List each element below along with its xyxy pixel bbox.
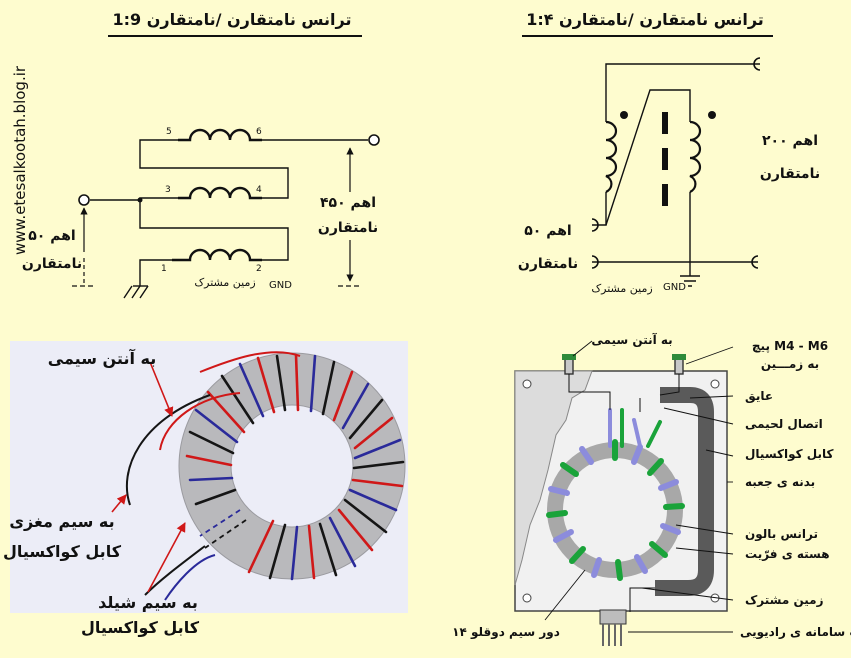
label-shield-line1: به سیم شیلد bbox=[98, 593, 198, 612]
callout-turns: ۱۴ دور سیم دوقلو bbox=[452, 625, 560, 640]
pin-6: 6 bbox=[256, 127, 262, 137]
left-type-1-4: نامتقارن bbox=[518, 256, 578, 272]
right-impedance-1-4: ۲۰۰ اهم bbox=[762, 133, 818, 149]
callout-coax-cable: کابل کواکسیال bbox=[745, 447, 834, 462]
callout-balun: ترانس بالون bbox=[745, 527, 818, 542]
label-core-line2: کابل کواکسیال bbox=[3, 542, 122, 561]
coil-1-4-left bbox=[605, 120, 618, 193]
watermark: www.etesalkootah.blog.ir bbox=[11, 65, 29, 255]
label-shield-line2: کابل کواکسیال bbox=[81, 618, 200, 637]
label-wire-antenna: به آنتن سیمی bbox=[48, 348, 156, 368]
callout-box-body: بدنه ی جعبه bbox=[745, 475, 815, 489]
toroid-photo: به آنتن سیمی به سیم مغزی کابل کواکسیال ب… bbox=[3, 341, 408, 637]
transformer-1-4: ترانس نامتقارن /نامتقارن 1:۴ ۲۰۰ اهم نام bbox=[518, 10, 820, 295]
left-impedance-1-4: ۵۰ اهم bbox=[524, 223, 571, 239]
left-type-1-9: نامتقارن bbox=[22, 256, 82, 272]
right-impedance-1-9: ۴۵۰ اهم bbox=[320, 195, 376, 211]
callout-insulator: عایق bbox=[745, 389, 773, 403]
coax-cable-shape bbox=[655, 387, 714, 596]
balun-windings bbox=[546, 439, 685, 581]
left-impedance-1-9: ۵۰ اهم bbox=[28, 228, 75, 244]
coil-1-4-right bbox=[689, 120, 702, 193]
balun-box: به آنتن سیمی پیچ M4 - M6 به زمـــین عایق… bbox=[452, 332, 851, 646]
callout-screw-line1: پیچ M4 - M6 bbox=[752, 339, 828, 353]
gnd-label-1-9: GND bbox=[269, 280, 292, 291]
pin-5: 5 bbox=[166, 127, 172, 137]
title-1-9: ترانس نامتقارن /نامتقارن 1:9 bbox=[113, 10, 352, 29]
gnd-label-1-4: GND bbox=[663, 282, 686, 293]
pin-1: 1 bbox=[161, 264, 167, 274]
pin-4: 4 bbox=[256, 185, 262, 195]
toroid-windings bbox=[185, 353, 405, 581]
label-core-line1: به سیم مغزی bbox=[9, 512, 114, 531]
core-dashes bbox=[662, 112, 668, 206]
title-1-4: ترانس نامتقارن /نامتقارن 1:۴ bbox=[526, 10, 764, 29]
transformer-1-9: ترانس نامتقارن /نامتقارن 1:9 5 6 3 4 1 2 bbox=[22, 10, 380, 299]
coil-5-6 bbox=[178, 128, 262, 142]
callout-screw-line2: به زمـــین bbox=[761, 357, 819, 371]
callout-common-ground: زمین مشترک bbox=[745, 593, 824, 607]
callout-wire-antenna: به آنتن سیمی bbox=[591, 332, 672, 347]
ground-label-1-9: زمین مشترک bbox=[194, 276, 255, 289]
callout-solder-joint: اتصال لحیمی bbox=[745, 417, 823, 431]
right-type-1-9: نامتقارن bbox=[318, 220, 378, 236]
right-type-1-4: نامتقارن bbox=[760, 166, 820, 182]
callout-ferrite-core: هسته ی فرّیت bbox=[745, 547, 830, 561]
ground-label-1-4: زمین مشترک bbox=[591, 282, 652, 295]
pin-3: 3 bbox=[165, 185, 171, 195]
coil-3-4 bbox=[178, 186, 262, 200]
callout-connector: کانکتور به سمت سامانه ی رادیویی bbox=[740, 625, 851, 640]
coil-1-2 bbox=[172, 248, 262, 262]
pin-2: 2 bbox=[256, 264, 262, 274]
